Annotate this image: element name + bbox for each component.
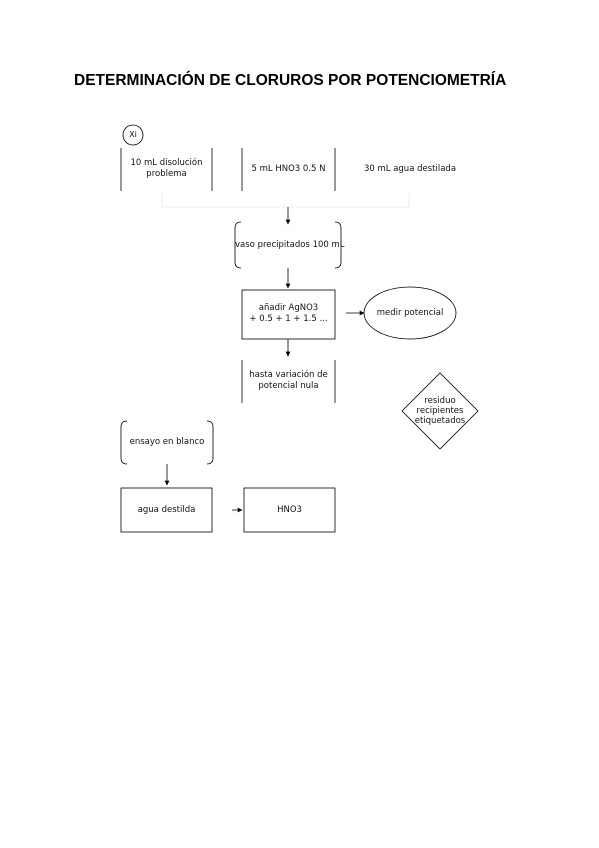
sample-label: 10 mL disolución problema bbox=[121, 158, 212, 180]
waste-line-3: etiquetados bbox=[414, 416, 466, 426]
merge-line bbox=[161, 193, 410, 208]
beaker-bracket bbox=[234, 221, 342, 269]
sample-line-2: problema bbox=[146, 169, 187, 179]
hazard-xi-icon bbox=[122, 124, 144, 146]
water-label: 30 mL agua destilada bbox=[363, 164, 457, 174]
waste-line-1: residuo bbox=[424, 396, 456, 406]
beaker-label: vaso precipitados 100 mL bbox=[235, 240, 345, 250]
add-line-1: añadir AgNO3 bbox=[258, 303, 319, 313]
add-label: añadir AgNO3 + 0.5 + 1 + 1.5 ... bbox=[242, 303, 335, 325]
add-agno3-box bbox=[241, 289, 336, 340]
sample-line-1: 10 mL disolución bbox=[130, 158, 203, 168]
waste-label: residuo recipientes etiquetados bbox=[402, 396, 478, 426]
hazard-label: Xi bbox=[129, 130, 137, 139]
until-label: hasta variación de potencial nula bbox=[242, 370, 335, 392]
distilled-label: agua destilda bbox=[137, 505, 196, 515]
add-line-2: + 0.5 + 1 + 1.5 ... bbox=[249, 314, 328, 324]
page-title: DETERMINACIÓN DE CLORUROS POR POTENCIOME… bbox=[74, 72, 507, 89]
hno3-box bbox=[243, 487, 336, 533]
blank-label: ensayo en blanco bbox=[129, 437, 205, 447]
until-line-1: hasta variación de bbox=[249, 370, 328, 380]
until-line-2: potencial nula bbox=[258, 381, 319, 391]
waste-line-2: recipientes bbox=[416, 406, 464, 416]
distilled-box bbox=[120, 487, 213, 533]
acid-label: 5 mL HNO3 0.5 N bbox=[251, 164, 326, 174]
hno3-label: HNO3 bbox=[277, 505, 302, 515]
measure-label: medir potencial bbox=[376, 308, 444, 318]
blank-bracket bbox=[120, 420, 214, 465]
waste-diamond bbox=[401, 372, 479, 450]
measure-ellipse bbox=[363, 286, 457, 340]
